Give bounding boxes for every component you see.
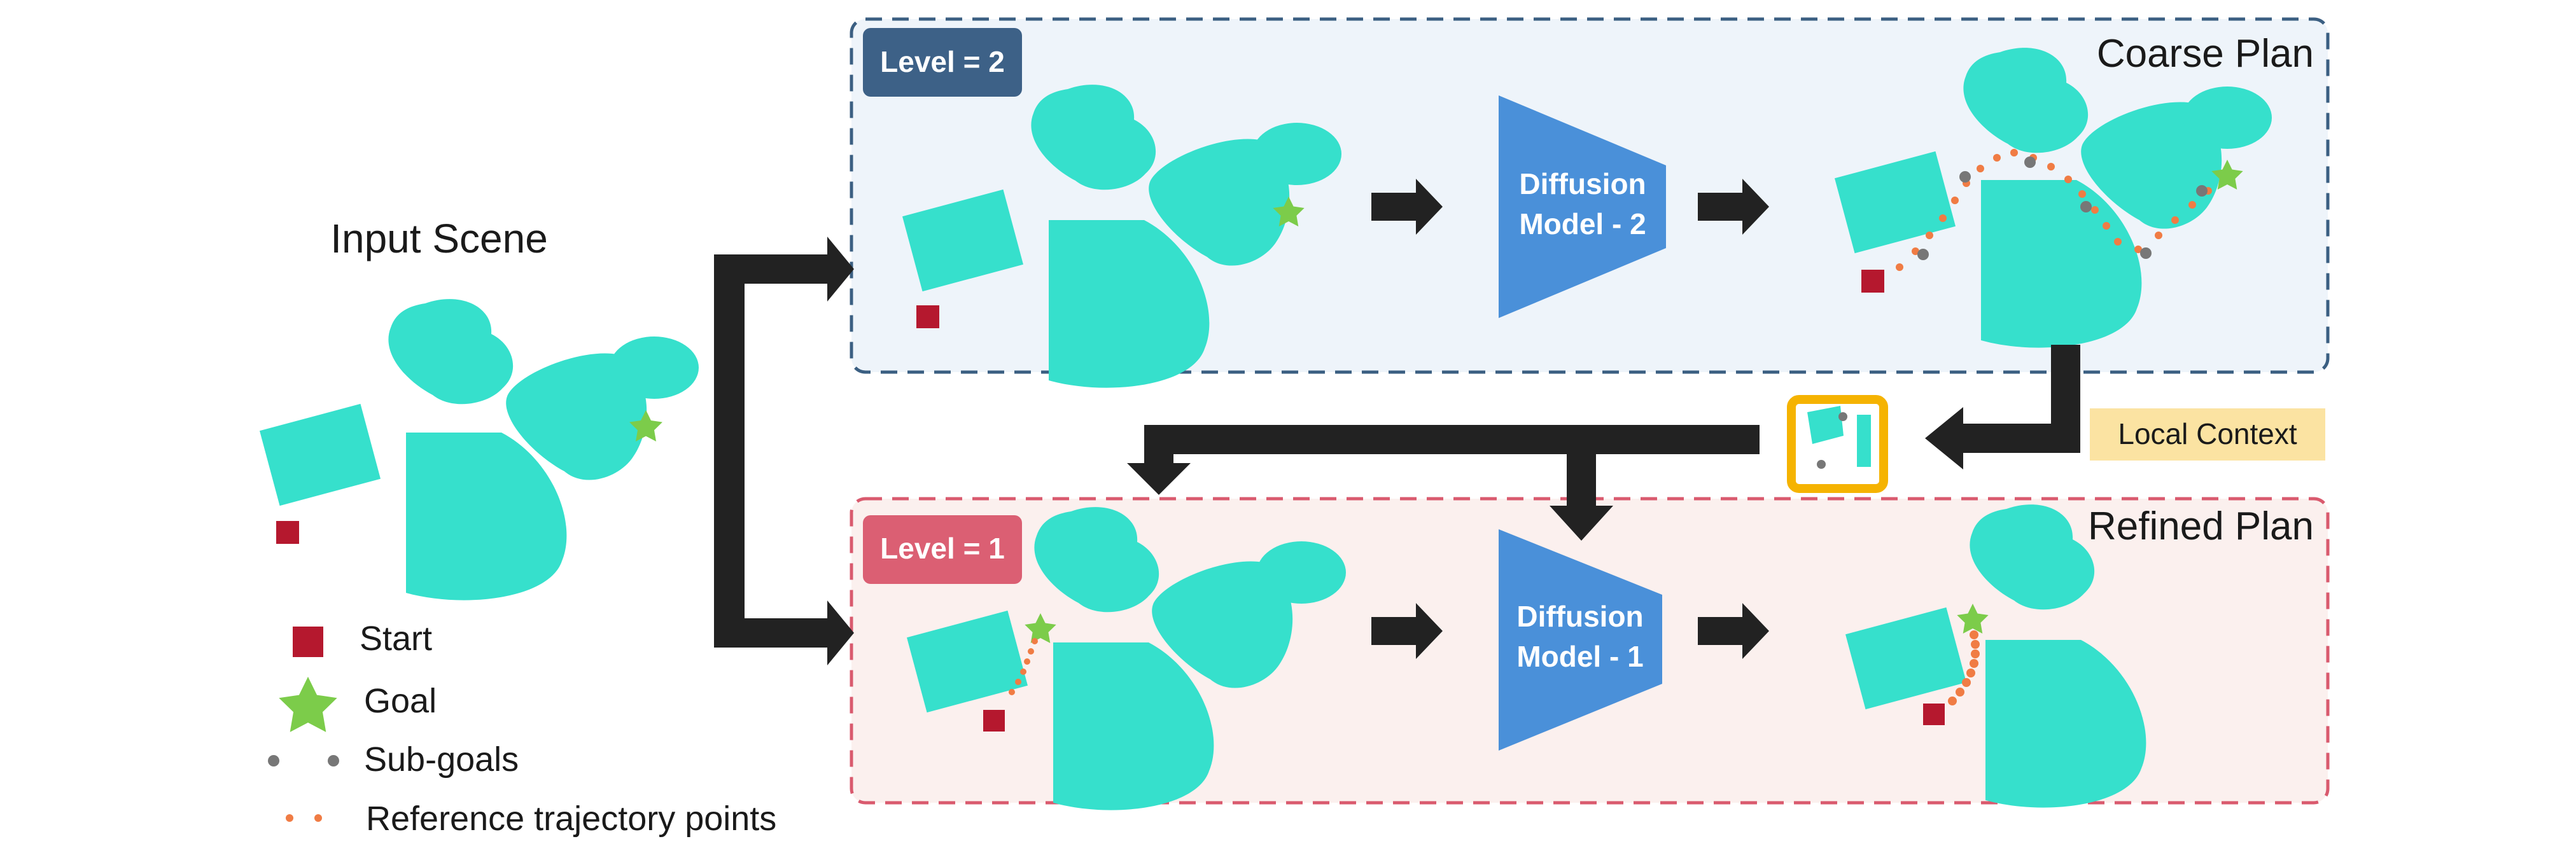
level-1-label: Level = 1	[880, 532, 1005, 565]
feedback-arrow-horizontal	[1158, 425, 1760, 454]
context-arrow-left	[1963, 424, 2080, 453]
obstacle-ellipse	[610, 336, 699, 399]
obstacle-quarter	[406, 433, 567, 600]
branch-arrow-top-head	[827, 237, 854, 302]
local-context-label-box	[2090, 408, 2325, 461]
diffusion-model-2	[1499, 95, 1666, 318]
branch-arrow-bottom	[714, 618, 835, 648]
branch-arrow-bottom-head	[827, 600, 854, 665]
input-scene-title: Input Scene	[330, 216, 548, 261]
obstacle-ellipse	[1257, 541, 1346, 604]
legend: Start Goal Sub-goals Reference trajector…	[268, 620, 776, 838]
input-scene	[260, 299, 699, 600]
start-marker	[916, 305, 939, 328]
model-2-label-line1: Diffusion	[1519, 167, 1646, 200]
legend-goal-icon	[279, 676, 337, 732]
arrows	[714, 179, 2080, 665]
context-obstacle	[1857, 415, 1871, 467]
feedback-arrow-center-drop	[1567, 439, 1596, 509]
legend-reference-icon	[286, 814, 293, 822]
level-2-badge	[863, 28, 1022, 97]
context-obstacle	[1807, 406, 1844, 444]
obstacle-rect	[260, 403, 381, 506]
obstacle-blob	[388, 299, 514, 405]
refined-output-reference-points	[1948, 630, 1980, 705]
model-1-label-line1: Diffusion	[1516, 600, 1643, 633]
start-marker	[983, 710, 1005, 732]
diffusion-model-1	[1499, 529, 1662, 751]
context-arrow-head	[1925, 407, 1963, 469]
feedback-arrow-left-head	[1127, 463, 1191, 495]
branch-arrow-stem	[714, 254, 745, 648]
legend-reference-icon	[314, 814, 322, 822]
coarse-subgoals	[1917, 156, 2208, 260]
legend-subgoal-icon	[268, 755, 279, 766]
context-subgoal	[1838, 412, 1847, 421]
legend-start-icon	[293, 627, 323, 657]
level-2-label: Level = 2	[880, 45, 1005, 78]
model-2-label-line2: Model - 2	[1519, 207, 1646, 240]
feedback-arrow-left-drop	[1144, 425, 1173, 469]
model-1-label-line2: Model - 1	[1516, 640, 1643, 673]
start-marker	[1861, 270, 1884, 293]
coarse-plan-title: Coarse Plan	[2097, 32, 2314, 76]
legend-reference-label: Reference trajectory points	[366, 800, 776, 838]
obstacle-ellipse	[1252, 123, 1341, 185]
branch-arrow-top	[714, 254, 835, 284]
start-marker	[1923, 704, 1945, 725]
legend-start-label: Start	[360, 620, 432, 658]
refined-plan-title: Refined Plan	[2088, 504, 2314, 548]
local-context-thumbnail	[1787, 395, 1888, 493]
refined-reference-points	[1009, 638, 1038, 695]
obstacle-ellipse	[2183, 87, 2272, 149]
level-1-badge	[863, 515, 1022, 584]
legend-subgoal-icon	[328, 755, 339, 766]
legend-goal-label: Goal	[364, 682, 437, 720]
start-marker	[276, 521, 299, 544]
context-subgoal	[1817, 460, 1826, 469]
legend-subgoals-label: Sub-goals	[364, 740, 519, 779]
local-context-label: Local Context	[2118, 417, 2297, 450]
feedback-arrow-center-head	[1550, 506, 1613, 541]
